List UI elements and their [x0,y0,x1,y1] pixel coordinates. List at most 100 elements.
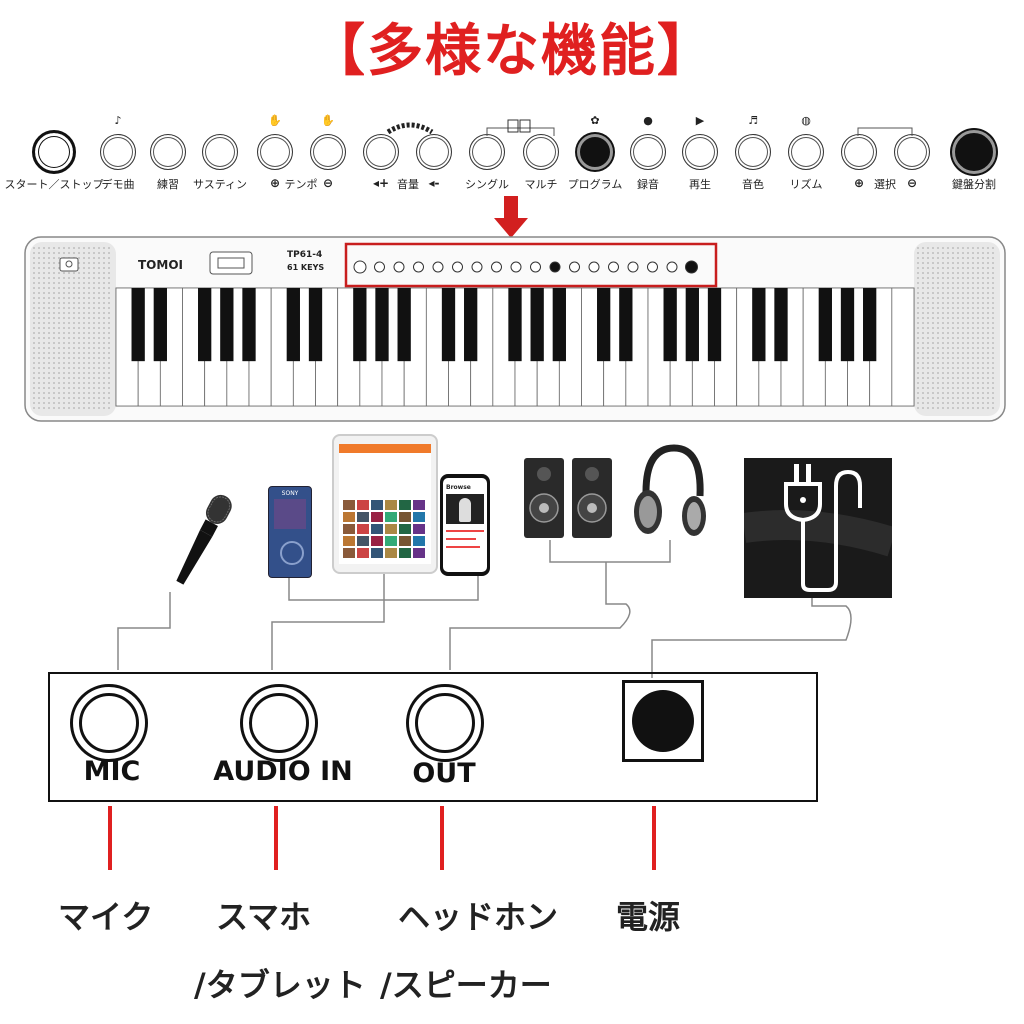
keyboard: TOMOI TP61-4 61 KEYS [24,236,1006,422]
black-key[interactable] [441,288,456,362]
power-jack[interactable] [622,680,704,762]
control-button-0[interactable] [32,130,76,174]
black-key[interactable] [242,288,256,362]
album-thumbnail [357,524,369,534]
control-label-3: サスティン [192,178,248,191]
black-key[interactable] [286,288,300,362]
album-thumbnail [371,500,383,510]
black-key[interactable] [752,288,766,362]
album-thumbnail [343,536,355,546]
audio-in-pointer-line [274,806,278,870]
black-key[interactable] [663,288,677,362]
minus-icon-16: ⊖ [906,176,918,190]
black-key[interactable] [131,288,145,362]
panel-mini-button [666,261,678,273]
volume-up-icon-6: ◂+ [372,176,390,190]
black-key[interactable] [375,288,389,362]
control-button-3[interactable] [202,134,238,170]
black-key[interactable] [685,288,699,362]
drum-icon-above-14: ◍ [801,114,811,127]
volume-group-label: 音量 [397,178,419,191]
album-thumbnail [413,500,425,510]
black-key[interactable] [353,288,367,362]
black-key[interactable] [508,288,522,362]
music-note-icon-above-1: ♪ [114,114,122,127]
control-button-6[interactable] [363,134,399,170]
panel-mini-button [569,261,580,273]
tablet [332,434,438,574]
out-jack[interactable] [406,684,484,762]
panel-mini-button [393,261,405,273]
player-wheel [280,541,304,565]
album-thumbnail [357,512,369,522]
control-label-14: リズム [789,178,823,191]
power-pointer-line [652,806,656,870]
control-label-2: 練習 [157,178,179,191]
control-button-1[interactable] [100,134,136,170]
album-thumbnail [343,548,355,558]
tablet-screen [339,444,431,564]
album-thumbnail [413,512,425,522]
control-button-15[interactable] [841,134,877,170]
album-thumbnail [385,512,397,522]
black-key[interactable] [308,288,323,362]
black-key[interactable] [707,288,722,362]
black-key[interactable] [397,288,411,362]
page-title: 【多様な機能】 [309,19,715,84]
plus-icon-15: ⊕ [853,176,865,190]
keyboard-brand: TOMOI [138,258,183,272]
black-key[interactable] [552,288,566,362]
plus-icon-above-4: ✋ [268,114,282,127]
audio-in-port-label: AUDIO IN [213,756,353,787]
select-group-label: 選択 [874,178,896,191]
album-thumbnail [385,524,397,534]
player-screen [274,499,306,529]
control-button-2[interactable] [150,134,186,170]
black-key[interactable] [464,288,478,362]
control-label-8: シングル [465,178,509,191]
black-key[interactable] [774,288,788,362]
panel-mini-button [685,260,698,274]
control-button-4[interactable] [257,134,293,170]
panel-mini-button [549,261,561,273]
port-panel: MIC AUDIO IN OUT [48,672,818,802]
control-button-9[interactable] [523,134,559,170]
control-button-11[interactable] [630,134,666,170]
control-label-17: 鍵盤分割 [952,178,996,191]
panel-mini-button [608,261,619,273]
black-key[interactable] [863,288,877,362]
control-label-12: 再生 [689,178,711,191]
control-button-7[interactable] [416,134,452,170]
control-button-17[interactable] [952,130,996,174]
control-button-10[interactable] [577,134,613,170]
white-key[interactable] [891,287,915,407]
mic-pointer-line [108,806,112,870]
black-key[interactable] [530,288,544,362]
down-arrow-icon [494,196,528,238]
black-key[interactable] [597,288,611,362]
album-thumbnail [371,536,383,546]
microphone-icon [176,494,232,585]
black-key[interactable] [198,288,212,362]
panel-mini-button [647,261,658,273]
black-key[interactable] [153,288,167,362]
album-thumbnail [357,500,369,510]
panel-mini-button [530,261,541,273]
mic-port-label: MIC [83,756,141,787]
control-button-5[interactable] [310,134,346,170]
power-plug-icon [741,464,897,592]
volume-down-icon-7: ◂- [428,176,440,190]
mic-jack[interactable] [70,684,148,762]
black-key[interactable] [619,288,633,362]
black-key[interactable] [220,288,234,362]
audio-in-jack[interactable] [240,684,318,762]
album-thumbnail [399,524,411,534]
black-key[interactable] [818,288,832,362]
album-thumbnail [413,536,425,546]
control-button-14[interactable] [788,134,824,170]
album-thumbnail [385,500,397,510]
black-key[interactable] [840,288,855,362]
audio-in-description-1: スマホ [216,898,312,936]
control-button-13[interactable] [735,134,771,170]
control-button-12[interactable] [682,134,718,170]
